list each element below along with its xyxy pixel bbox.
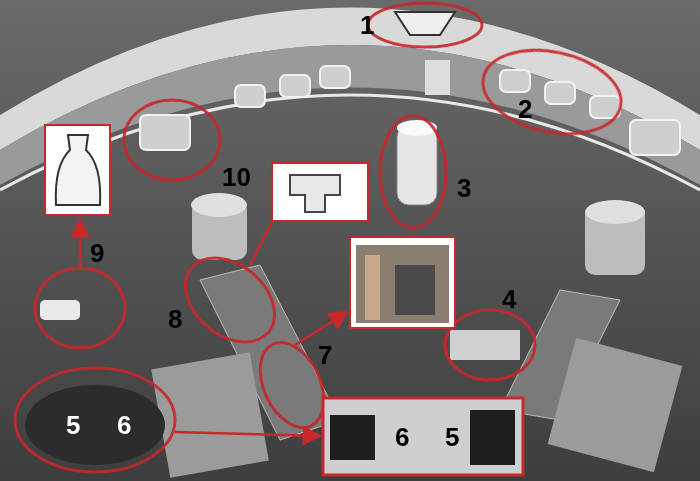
- callout-number: 2: [518, 96, 532, 122]
- callout-number: 9: [90, 240, 104, 266]
- callout-number: 10: [222, 164, 251, 190]
- callout-number: 4: [502, 286, 516, 312]
- callout-number: 3: [457, 175, 471, 201]
- callout-number: 7: [318, 342, 332, 368]
- callout-number: 5: [443, 424, 461, 450]
- callout-number: 1: [360, 12, 374, 38]
- callout-number: 6: [393, 424, 411, 450]
- callout-number: 8: [168, 306, 182, 332]
- callout-number: 5: [66, 412, 80, 438]
- callout-number: 6: [117, 412, 131, 438]
